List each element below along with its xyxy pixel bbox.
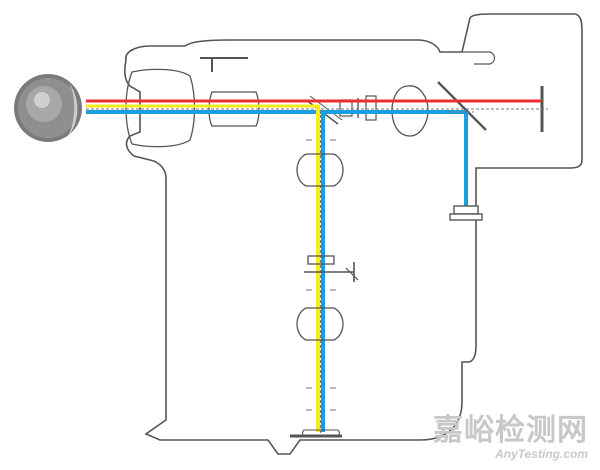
sensor-branch — [448, 111, 476, 208]
watermark: 嘉峪检测网 AnyTesting.com — [433, 413, 588, 461]
horizontal-beams — [86, 99, 548, 114]
bottom-detector-icon — [290, 429, 342, 438]
top-bracket-icon — [200, 57, 248, 72]
objective-lens-icon — [125, 68, 196, 148]
watermark-en: AnyTesting.com — [495, 447, 588, 461]
axis-ticks — [306, 289, 336, 411]
housing-notch — [462, 51, 496, 65]
camera-sensor-icon — [449, 205, 483, 221]
fold-mirror-icon — [437, 81, 487, 131]
vertical-beams — [316, 106, 325, 436]
device-housing-outline — [124, 13, 583, 455]
watermark-cn: 嘉峪检测网 — [433, 413, 588, 448]
lower-lens-2-icon — [296, 307, 344, 341]
eye-icon — [14, 74, 82, 142]
relay-lens-icon — [208, 91, 260, 127]
lower-lens-1-icon — [296, 139, 344, 187]
shutter-icon — [304, 255, 359, 282]
